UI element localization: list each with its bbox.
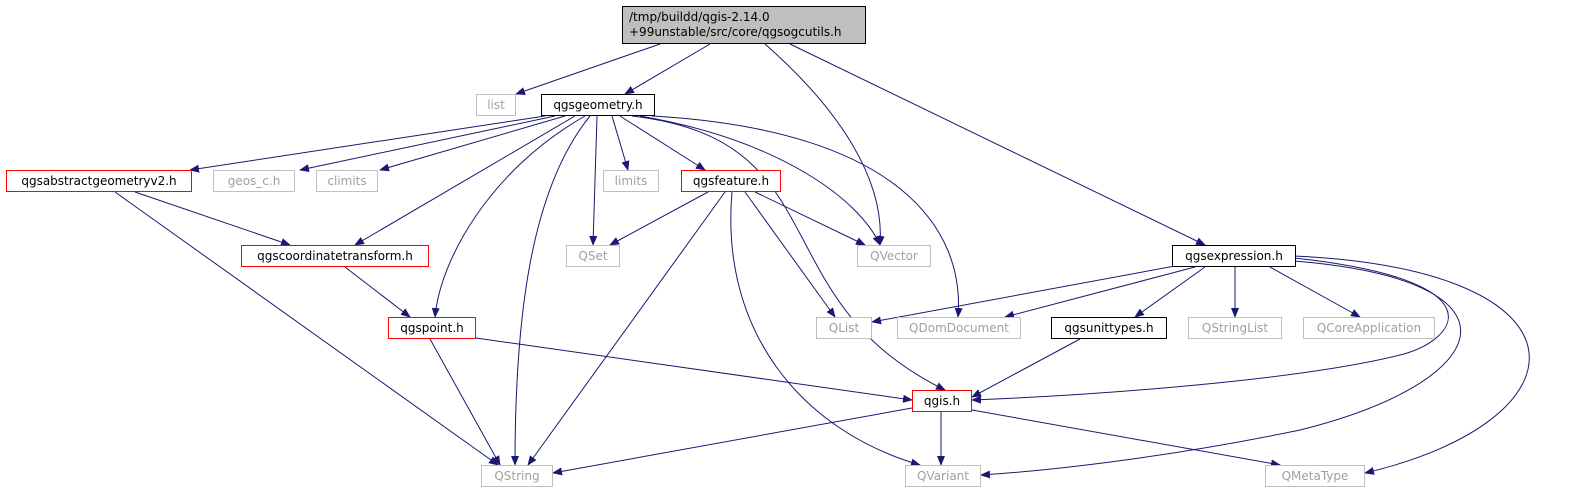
edge-root-list xyxy=(515,43,661,95)
edge-qgsgeometry-limits xyxy=(611,115,630,171)
node-qdomdocument[interactable]: QDomDocument xyxy=(897,317,1021,339)
node-qgspoint-h[interactable]: qgspoint.h xyxy=(388,317,476,339)
edge-qgsfeature-qstring xyxy=(527,191,726,466)
node-root-line1: /tmp/buildd/qgis-2.14.0 xyxy=(629,10,770,24)
edge-qgsgeometry-qdomdocument xyxy=(651,115,963,318)
node-qgscoordinatetransform-label: qgscoordinatetransform.h xyxy=(257,249,413,263)
edge-qgsgeometry-qgsfeature xyxy=(619,115,706,171)
edge-qgsgeometry-qgscoordinatetransform xyxy=(354,115,576,246)
node-qvariant[interactable]: QVariant xyxy=(905,465,981,487)
node-qstring-label: QString xyxy=(494,469,540,483)
node-list[interactable]: list xyxy=(476,94,516,116)
node-climits-label: climits xyxy=(327,174,367,188)
edge-qgsexpression-qlist xyxy=(871,265,1176,325)
node-qgis-label: qgis.h xyxy=(923,394,961,408)
node-qgsgeometry-label: qgsgeometry.h xyxy=(553,98,643,112)
edge-qgsgeometry-qstring xyxy=(511,115,591,466)
node-qvector[interactable]: QVector xyxy=(857,245,931,267)
node-qlist-label: QList xyxy=(828,321,860,335)
node-qdomdocument-label: QDomDocument xyxy=(909,321,1009,335)
edge-qgsabstractgeometryv2-qstring xyxy=(114,191,499,466)
edge-root-qgsexpression xyxy=(789,43,1206,246)
edge-qgsgeometry-climits xyxy=(379,115,566,172)
edge-qgscoordinatetransform-qgspoint xyxy=(344,266,411,318)
node-qmetatype-label: QMetaType xyxy=(1281,469,1349,483)
edge-qgsgeometry-qgis xyxy=(631,115,946,391)
node-qgsgeometry-h[interactable]: qgsgeometry.h xyxy=(541,94,655,116)
node-limits-label: limits xyxy=(614,174,648,188)
node-qset-label: QSet xyxy=(578,249,608,263)
node-qvariant-label: QVariant xyxy=(916,469,969,483)
node-qlist[interactable]: QList xyxy=(816,317,872,339)
edge-qgsexpression-qgsunittypes xyxy=(1134,266,1206,318)
node-qgsunittypes-label: qgsunittypes.h xyxy=(1064,321,1154,335)
node-qcoreapplication[interactable]: QCoreApplication xyxy=(1303,317,1435,339)
node-qstringlist-label: QStringList xyxy=(1201,321,1269,335)
node-qcoreapplication-label: QCoreApplication xyxy=(1316,321,1422,335)
node-qgsogcutils-h[interactable]: /tmp/buildd/qgis-2.14.0 +99unstable/src/… xyxy=(622,6,866,44)
edge-root-qgsgeometry xyxy=(624,43,711,95)
edge-qgsgeometry-qgsabstractgeometryv2 xyxy=(189,115,546,173)
edge-qgsfeature-qvector xyxy=(754,191,866,246)
edge-qgsgeometry-qset xyxy=(589,115,598,246)
edge-qgsfeature-qlist xyxy=(744,191,836,318)
node-geos-c-label: geos_c.h xyxy=(227,174,281,188)
node-qgspoint-label: qgspoint.h xyxy=(400,321,464,335)
edge-qgsexpression-qcoreapplication xyxy=(1269,266,1361,318)
edge-qgsfeature-qset xyxy=(609,191,709,246)
node-qgsabstractgeometryv2-h[interactable]: qgsabstractgeometryv2.h xyxy=(6,170,192,192)
edge-qgsabstractgeometryv2-qgscoordinatetransform xyxy=(134,191,291,246)
edge-qgsexpression-qmetatype xyxy=(1293,255,1530,475)
edge-qgspoint-qstring xyxy=(429,338,501,466)
edge-qgspoint-qgis xyxy=(475,337,913,403)
node-qgscoordinatetransform-h[interactable]: qgscoordinatetransform.h xyxy=(241,245,429,267)
node-qvector-label: QVector xyxy=(870,249,918,263)
edge-qgsgeometry-qvector xyxy=(639,115,881,246)
node-qgsexpression-label: qgsexpression.h xyxy=(1185,249,1283,263)
node-climits[interactable]: climits xyxy=(316,170,378,192)
node-qgsfeature-h[interactable]: qgsfeature.h xyxy=(681,170,781,192)
node-list-label: list xyxy=(487,98,505,112)
edge-qgsexpression-qdomdocument xyxy=(1004,266,1196,319)
edge-qgsfeature-qvariant xyxy=(730,191,921,467)
edge-qgsunittypes-qgis xyxy=(971,338,1081,398)
node-geos-c-h[interactable]: geos_c.h xyxy=(213,170,295,192)
node-qgsfeature-label: qgsfeature.h xyxy=(692,174,770,188)
node-qmetatype[interactable]: QMetaType xyxy=(1265,465,1365,487)
edge-qgsgeometry-geos-c xyxy=(299,115,556,173)
edge-root-qvector xyxy=(764,43,885,246)
node-qstring[interactable]: QString xyxy=(481,465,553,487)
node-qstringlist[interactable]: QStringList xyxy=(1188,317,1282,339)
node-qgsunittypes-h[interactable]: qgsunittypes.h xyxy=(1051,317,1167,339)
edge-qgis-qmetatype xyxy=(971,409,1281,468)
node-qgis-h[interactable]: qgis.h xyxy=(912,390,972,412)
edge-qgis-qstring xyxy=(552,407,913,476)
node-limits[interactable]: limits xyxy=(603,170,659,192)
node-root-line2: +99unstable/src/core/qgsogcutils.h xyxy=(629,25,842,39)
node-qgsabstractgeometryv2-label: qgsabstractgeometryv2.h xyxy=(21,174,177,188)
edge-qgsexpression-qvariant xyxy=(980,260,1461,479)
node-qset[interactable]: QSet xyxy=(566,245,620,267)
node-qgsexpression-h[interactable]: qgsexpression.h xyxy=(1172,245,1296,267)
edge-qgsgeometry-qgspoint xyxy=(431,115,586,318)
